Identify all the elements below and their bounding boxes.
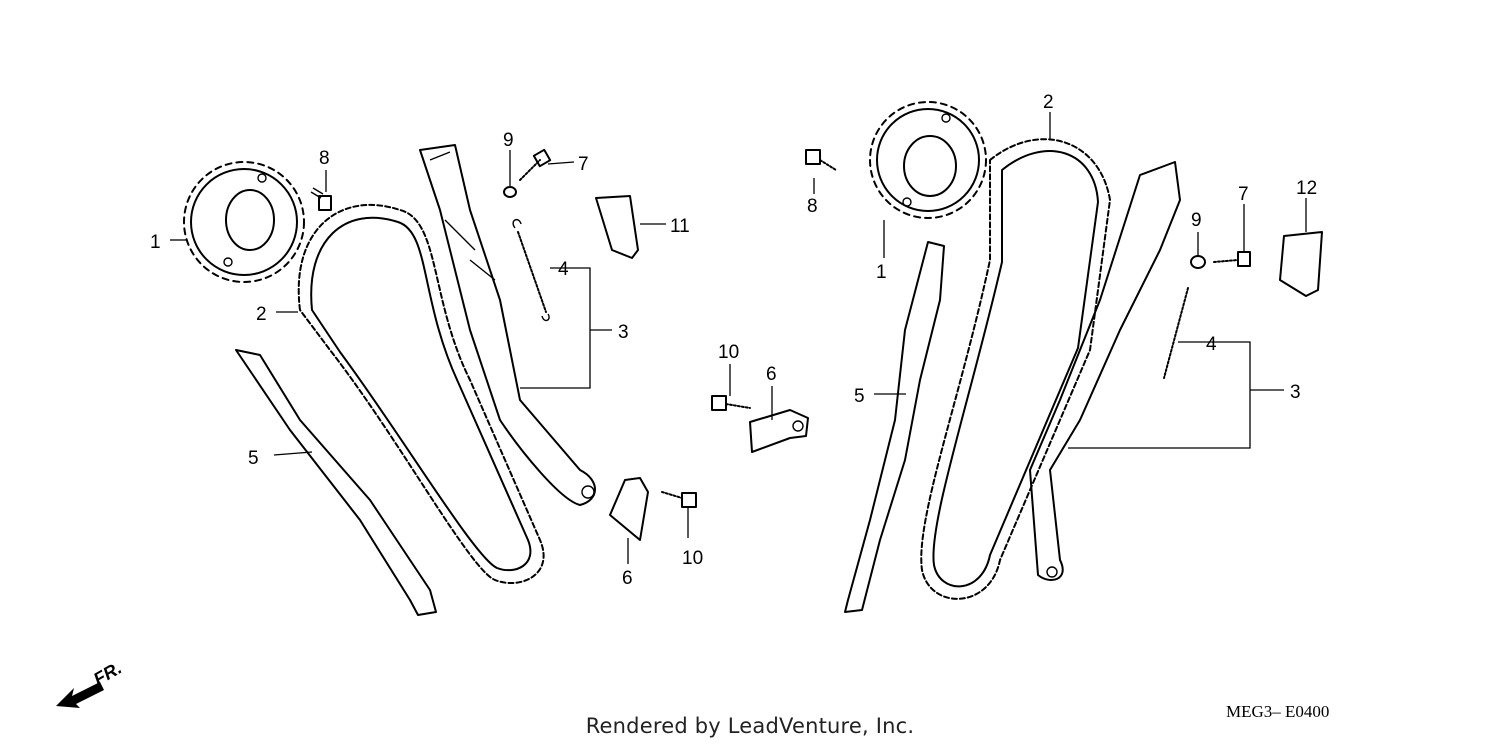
right-bolt-8 (805, 149, 837, 171)
callout-left-5: 5 (248, 448, 259, 469)
footer-rendered-by: Rendered by LeadVenture, Inc. (585, 714, 915, 738)
callout-right-9: 9 (1191, 210, 1202, 231)
callout-left-9: 9 (503, 130, 514, 151)
right-washer-9 (1190, 255, 1206, 269)
callout-left-8: 8 (319, 148, 330, 169)
right-cam-sprocket (869, 101, 987, 219)
left-bolt-10-upper (711, 395, 751, 411)
callout-right-2: 2 (1043, 92, 1054, 113)
right-cam-chain (920, 138, 1111, 600)
left-plate-6-lower (609, 477, 649, 541)
callout-left-10-upper: 10 (718, 342, 739, 363)
left-washer-9 (503, 186, 517, 198)
callout-left-2: 2 (256, 304, 267, 325)
front-indicator: FR. (56, 658, 125, 708)
right-chain-guide-5 (844, 241, 945, 613)
callout-left-10-lower: 10 (682, 548, 703, 569)
left-cam-chain (297, 204, 545, 585)
left-spring (512, 218, 550, 322)
left-guide-11 (595, 195, 639, 259)
callout-right-4: 4 (1206, 334, 1217, 355)
left-cam-sprocket (183, 161, 305, 283)
left-bolt-7 (519, 148, 552, 181)
left-tensioner-arm (419, 144, 596, 506)
right-tensioner-arm (1029, 161, 1181, 581)
callout-right-3: 3 (1290, 382, 1301, 403)
callout-left-4: 4 (558, 259, 569, 280)
left-chain-guide-5 (235, 349, 437, 616)
left-bolt-10-lower (661, 491, 697, 508)
left-bolt-8 (310, 187, 332, 211)
right-guide-12 (1279, 231, 1323, 297)
front-arrow-icon (56, 682, 104, 708)
callout-right-12: 12 (1296, 178, 1317, 199)
left-plate-6-upper (749, 409, 809, 453)
callout-left-3: 3 (618, 322, 629, 343)
right-spring (1163, 287, 1189, 379)
callout-left-1: 1 (150, 232, 161, 253)
diagram-code: MEG3– E0400 (1226, 702, 1330, 721)
callout-left-6-lower: 6 (622, 568, 633, 589)
callout-right-7: 7 (1238, 184, 1249, 205)
right-bolt-7 (1213, 251, 1251, 267)
leader-lines (170, 112, 1307, 564)
callout-right-1: 1 (876, 262, 887, 283)
callout-right-8: 8 (807, 196, 818, 217)
callout-right-5: 5 (854, 386, 865, 407)
callout-left-7: 7 (578, 154, 589, 175)
callout-left-11: 11 (670, 216, 690, 237)
callout-left-6-upper: 6 (766, 364, 777, 385)
